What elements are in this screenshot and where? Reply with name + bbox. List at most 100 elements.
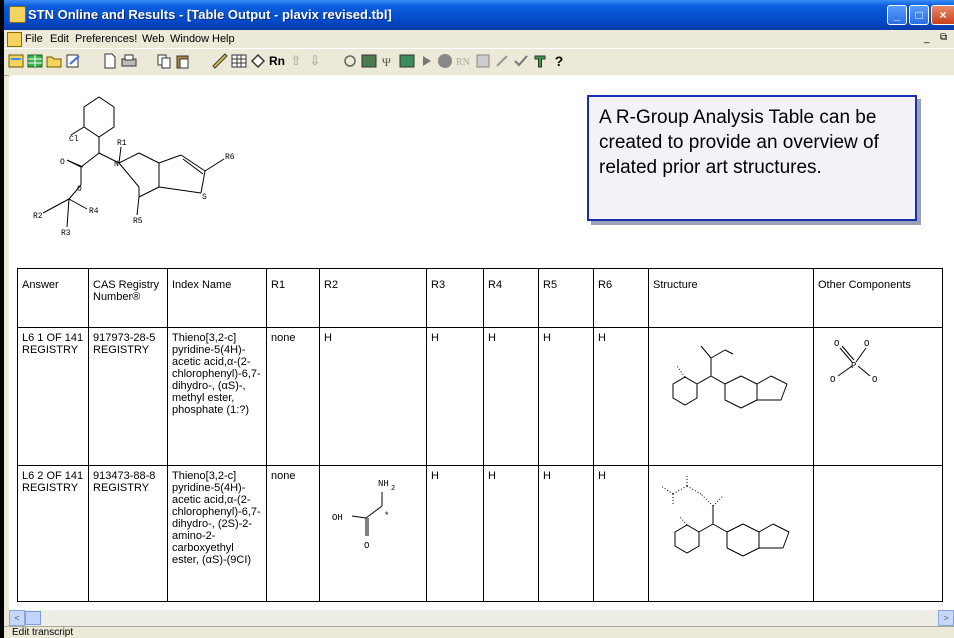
column-header-index-name[interactable]: Index Name <box>167 268 267 328</box>
table-icon[interactable] <box>26 52 44 70</box>
app-window: STN Online and Results - [Table Output -… <box>4 0 954 638</box>
open-icon[interactable] <box>7 52 25 70</box>
index-name-cell: Thieno[3,2-c] pyridine-5(4H)-acetic acid… <box>167 465 267 602</box>
scroll-right-icon[interactable]: > <box>938 610 954 626</box>
arrow-up-icon[interactable]: ⇧ <box>290 53 302 68</box>
minimize-button[interactable]: _ <box>887 5 907 25</box>
query-label: R5 <box>133 217 143 226</box>
folder-icon[interactable] <box>45 52 63 70</box>
column-header-r2[interactable]: R2 <box>319 268 427 328</box>
image-icon[interactable] <box>360 52 378 70</box>
annotation-callout: A R-Group Analysis Table can be created … <box>587 95 917 221</box>
answer-cell: L6 2 OF 141 REGISTRY <box>17 465 89 602</box>
play-icon[interactable] <box>417 52 435 70</box>
arrow-down-icon[interactable]: ⇩ <box>309 53 321 68</box>
column-header-r5[interactable]: R5 <box>538 268 594 328</box>
script-icon[interactable]: Ψ <box>379 52 397 70</box>
horizontal-scrollbar[interactable]: < > <box>9 610 954 626</box>
r2-cell: H <box>319 327 427 466</box>
r-group-icon[interactable]: Rn <box>269 54 285 68</box>
r6-cell: H <box>593 465 649 602</box>
help-icon[interactable]: ? <box>554 53 564 69</box>
serine-fragment-drawing: NH 2 OH O * <box>332 479 395 551</box>
tools-icon[interactable] <box>531 52 549 70</box>
r2-label: 2 <box>391 485 395 493</box>
table-output-document: Cl O O N R1 R6 S R2 R3 R4 R5 A R-Group A… <box>9 75 954 610</box>
grid-icon[interactable] <box>230 52 248 70</box>
other-components-cell <box>813 465 943 602</box>
edit-icon[interactable] <box>64 52 82 70</box>
menu-help[interactable]: Help <box>212 33 235 45</box>
check-icon[interactable] <box>512 52 530 70</box>
menu-edit[interactable]: Edit <box>50 33 69 45</box>
other-label: P <box>851 361 856 371</box>
r1-cell: none <box>266 327 320 466</box>
r2-label: O <box>364 541 369 551</box>
table-header-row: Answer CAS Registry Number® Index Name R… <box>17 268 943 328</box>
column-header-answer[interactable]: Answer <box>17 268 89 328</box>
calc-icon[interactable] <box>474 52 492 70</box>
rn-icon[interactable]: RN <box>455 52 473 70</box>
scroll-left-icon[interactable]: < <box>9 610 25 626</box>
query-structure-drawing: Cl O O N R1 R6 S R2 R3 R4 R5 <box>33 96 235 238</box>
other-label: O <box>834 339 839 349</box>
clopidogrel-structure-drawing <box>672 345 788 409</box>
menu-file[interactable]: File <box>25 33 43 45</box>
column-header-r3[interactable]: R3 <box>426 268 484 328</box>
structure-cell <box>648 465 814 602</box>
ruler-icon[interactable] <box>211 52 229 70</box>
sbk-icon[interactable] <box>436 52 454 70</box>
query-label: O <box>77 185 82 194</box>
r3-cell: H <box>426 465 484 602</box>
query-label: R3 <box>61 229 71 238</box>
column-header-other-components[interactable]: Other Components <box>813 268 943 328</box>
export-icon[interactable] <box>398 52 416 70</box>
mdi-restore-button[interactable]: ⧉ <box>940 32 948 43</box>
other-components-cell: O O P O O <box>813 327 943 466</box>
close-button[interactable]: × <box>931 5 954 25</box>
copy-icon[interactable] <box>155 52 173 70</box>
window-title: STN Online and Results - [Table Output -… <box>28 7 392 22</box>
tag-icon[interactable] <box>249 52 267 70</box>
menu-window[interactable]: Window <box>170 33 210 45</box>
svg-text:Ψ: Ψ <box>382 55 391 69</box>
table-row[interactable]: L6 1 OF 141 REGISTRY 917973-28-5 REGISTR… <box>17 327 943 466</box>
menu-preferences[interactable]: Preferences! <box>75 33 138 45</box>
query-label: R6 <box>225 153 235 162</box>
paste-icon[interactable] <box>174 52 192 70</box>
column-header-structure[interactable]: Structure <box>648 268 814 328</box>
query-label: R4 <box>89 207 99 216</box>
r2-label: * <box>384 511 389 521</box>
maximize-button[interactable]: □ <box>909 5 929 25</box>
query-icon[interactable] <box>341 52 359 70</box>
query-label: R1 <box>117 139 127 148</box>
query-label: Cl <box>69 135 79 144</box>
mdi-minimize-button[interactable]: _ <box>924 33 930 44</box>
pen-icon[interactable] <box>493 52 511 70</box>
status-bar: Edit transcript <box>4 626 954 638</box>
title-bar[interactable]: STN Online and Results - [Table Output -… <box>4 0 954 30</box>
r3-cell: H <box>426 327 484 466</box>
status-text: Edit transcript <box>12 627 74 638</box>
menu-web[interactable]: Web <box>142 33 165 45</box>
document-icon[interactable] <box>7 32 22 47</box>
column-header-cas[interactable]: CAS Registry Number® <box>88 268 168 328</box>
app-icon <box>9 6 26 23</box>
r5-cell: H <box>538 327 594 466</box>
column-header-r1[interactable]: R1 <box>266 268 320 328</box>
new-document-icon[interactable] <box>101 52 119 70</box>
r5-cell: H <box>538 465 594 602</box>
index-name-cell: Thieno[3,2-c] pyridine-5(4H)-acetic acid… <box>167 327 267 466</box>
menu-bar: File Edit Preferences! Web Window Help _… <box>4 30 954 48</box>
answer-cell: L6 1 OF 141 REGISTRY <box>17 327 89 466</box>
other-label: O <box>830 375 835 385</box>
query-label: N <box>114 160 119 169</box>
table-row[interactable]: L6 2 OF 141 REGISTRY 913473-88-8 REGISTR… <box>17 465 943 602</box>
scroll-thumb[interactable] <box>25 611 41 625</box>
r2-cell: NH 2 OH O * <box>319 465 427 602</box>
print-icon[interactable] <box>120 52 138 70</box>
column-header-r6[interactable]: R6 <box>593 268 649 328</box>
r6-cell: H <box>593 327 649 466</box>
r2-label: NH <box>378 479 389 489</box>
column-header-r4[interactable]: R4 <box>483 268 539 328</box>
